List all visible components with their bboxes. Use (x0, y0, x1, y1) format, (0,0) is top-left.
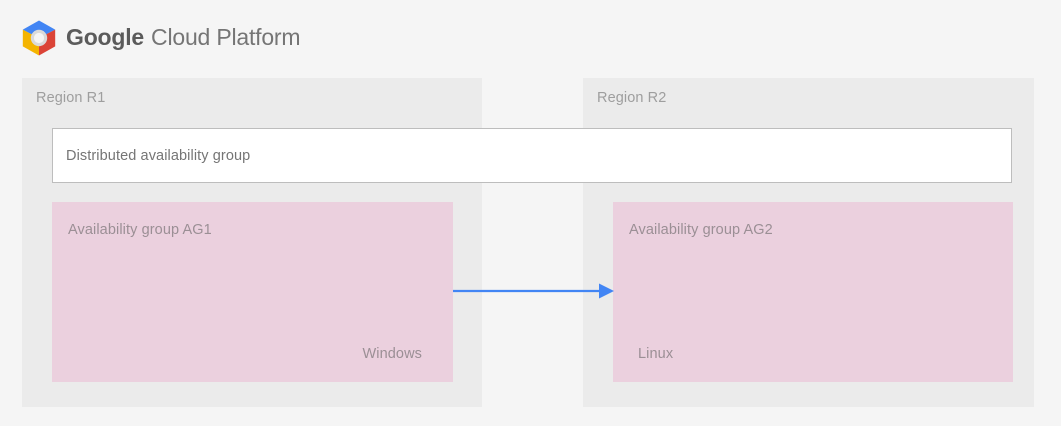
google-cloud-platform-logo-icon (21, 20, 57, 56)
brand-wordmark: Google Cloud Platform (66, 22, 301, 52)
os-label-windows: Windows (362, 346, 422, 362)
page-header: Google Cloud Platform (0, 0, 1061, 68)
distributed-availability-group-label: Distributed availability group (66, 147, 251, 164)
brand-name-bold: Google (66, 23, 145, 50)
distributed-availability-group-box: Distributed availability group (52, 128, 1012, 183)
region-label-r2: Region R2 (597, 90, 667, 106)
availability-group-box-ag2: Availability group AG2 Linux (613, 202, 1013, 382)
brand-name-light: Cloud Platform (151, 23, 301, 50)
availability-group-box-ag1: Availability group AG1 Windows (52, 202, 453, 382)
region-label-r1: Region R1 (36, 90, 106, 106)
os-label-linux: Linux (638, 346, 674, 362)
availability-group-title-ag1: Availability group AG1 (68, 222, 212, 238)
availability-group-title-ag2: Availability group AG2 (629, 222, 773, 238)
replication-arrow-icon (452, 278, 616, 304)
